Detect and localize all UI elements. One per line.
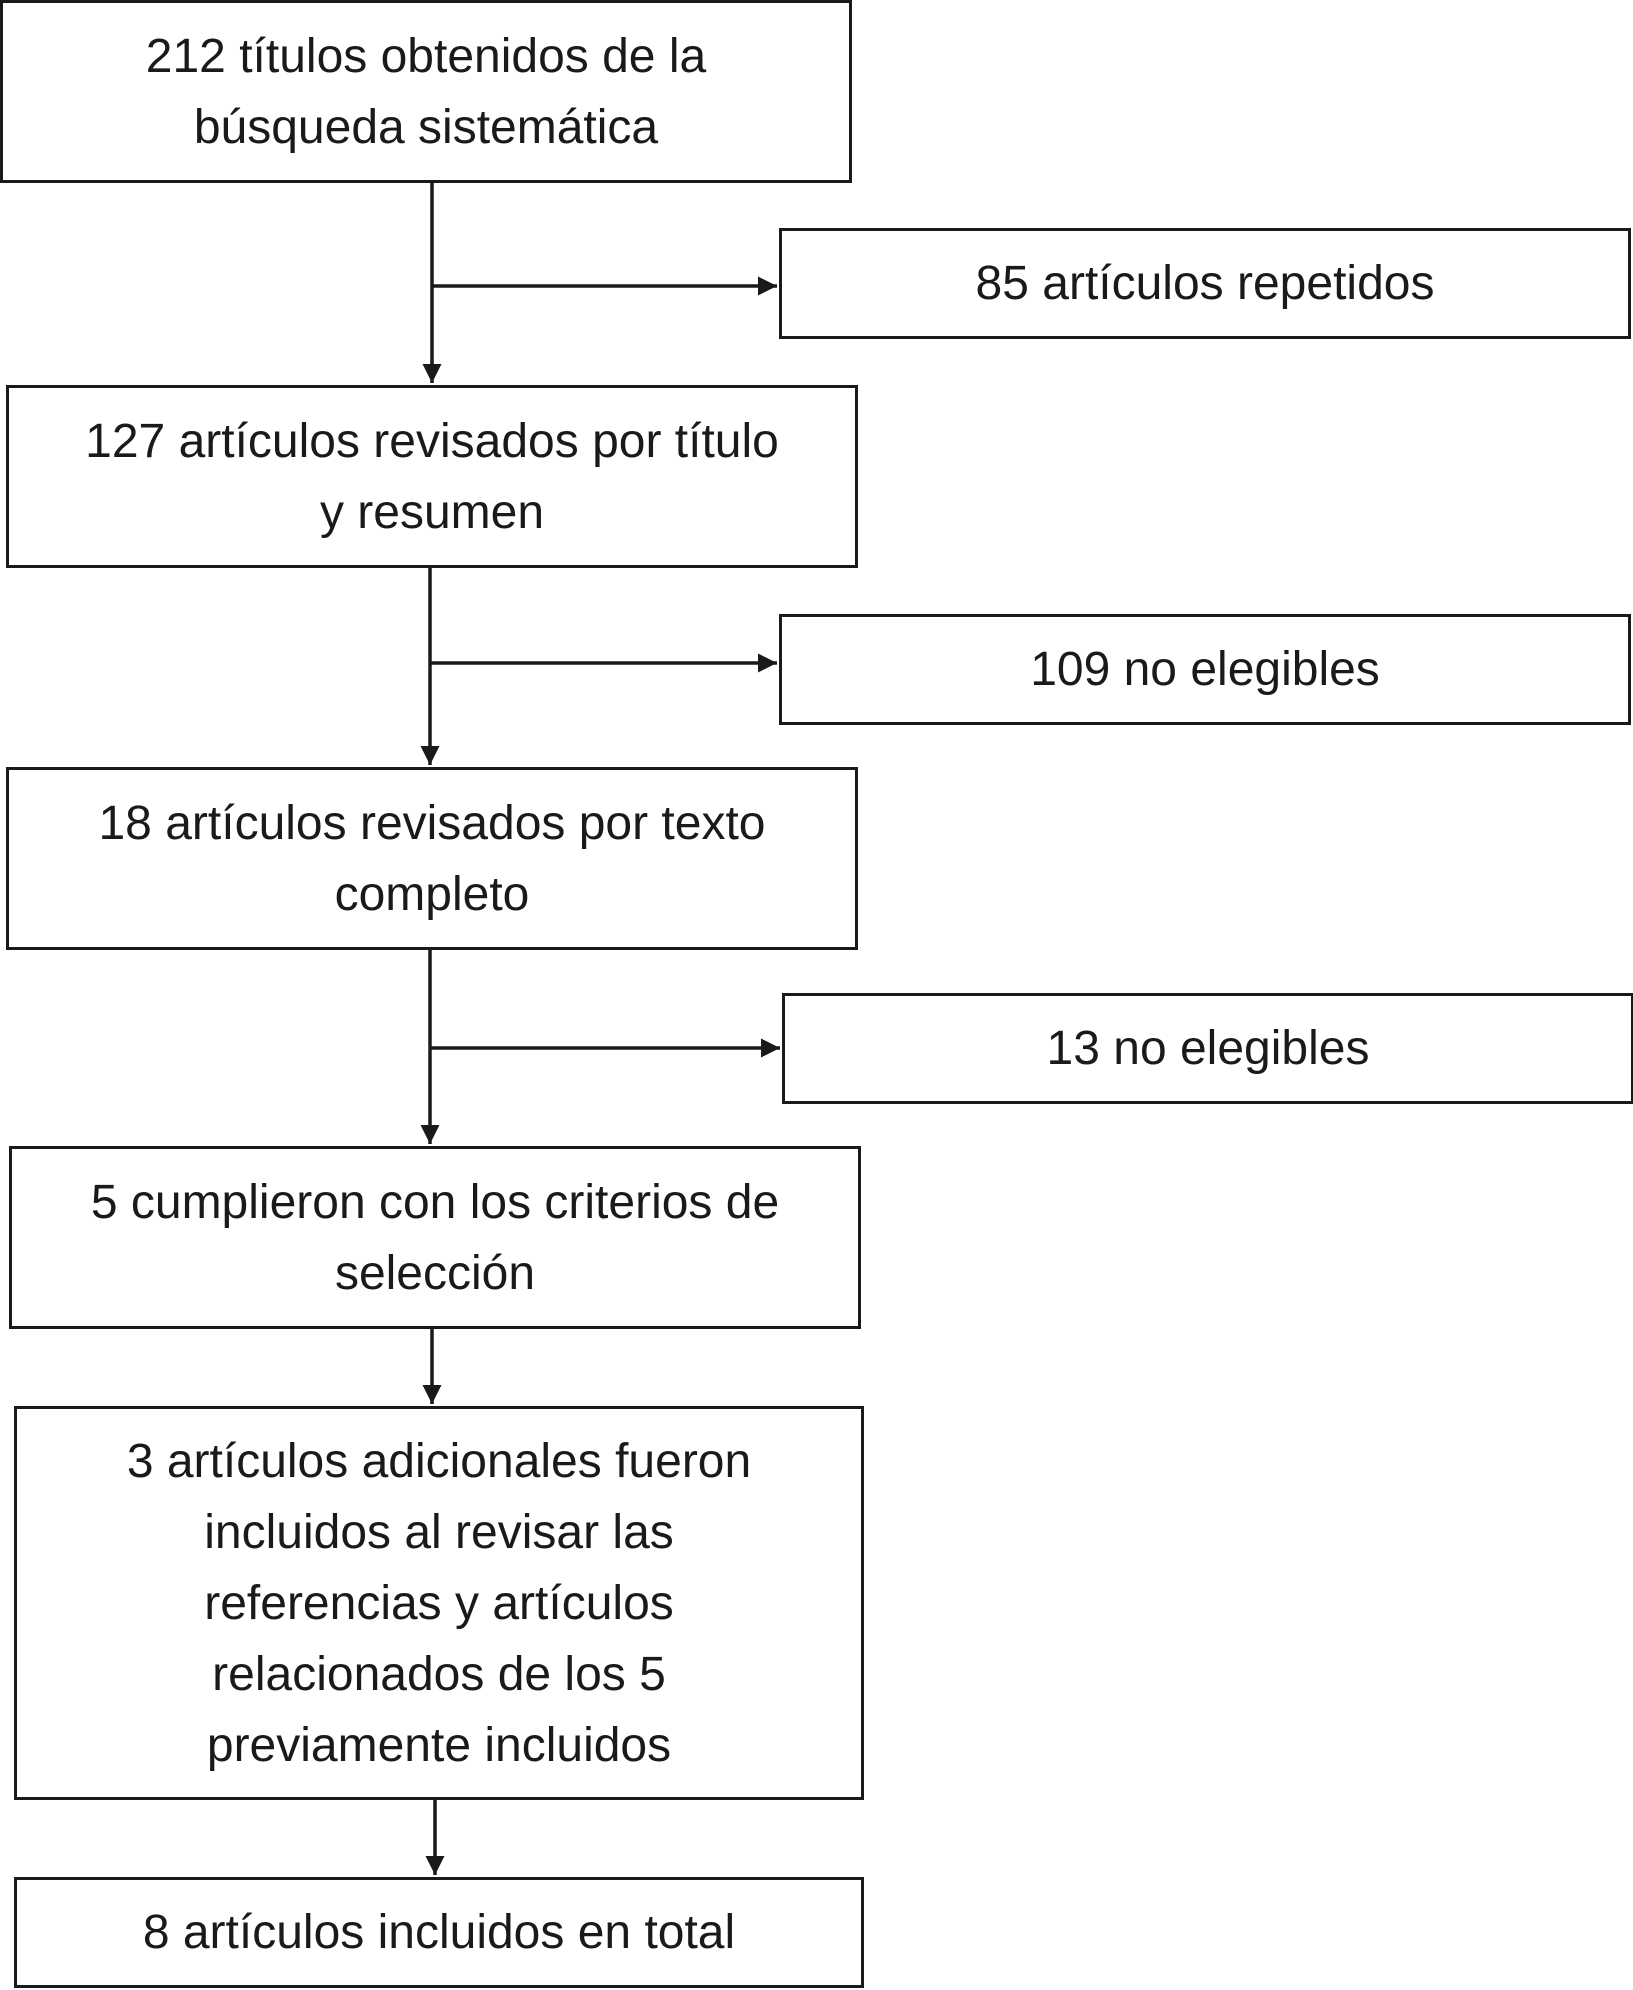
box-line: 127 artículos revisados por título [85,414,779,468]
box-line: previamente incluidos [206,1718,672,1772]
box-fulltext-review: 18 artículos revisados por texto complet… [6,767,858,950]
box-line: 109 no elegibles [1030,643,1380,696]
box-title-abstract-review: 127 artículos revisados por título y res… [6,385,858,568]
box-duplicates: 85 artículos repetidos [779,228,1631,339]
box-line: relacionados de los 5 [212,1647,666,1701]
box-line: 13 no elegibles [1046,1022,1370,1075]
box-line: incluidos al revisar las [204,1505,674,1559]
box-line: 212 títulos obtenidos de la [145,29,707,83]
box-line: 8 artículos incluidos en total [142,1906,736,1959]
box-line: completo [334,867,530,921]
box-line: referencias y artículos [204,1576,674,1630]
box-line: 85 artículos repetidos [975,257,1435,310]
box-additional-articles: 3 artículos adicionales fueron incluidos… [14,1406,864,1800]
box-selection-criteria: 5 cumplieron con los criterios de selecc… [9,1146,861,1329]
box-total-included: 8 artículos incluidos en total [14,1877,864,1988]
box-line: 18 artículos revisados por texto [98,796,766,850]
box-search-results: 212 títulos obtenidos de la búsqueda sis… [0,0,852,183]
box-not-eligible-title: 109 no elegibles [779,614,1631,725]
box-not-eligible-fulltext: 13 no elegibles [782,993,1633,1104]
box-line: 5 cumplieron con los criterios de [90,1175,780,1229]
box-line: selección [334,1246,536,1300]
box-line: y resumen [319,485,545,539]
box-line: búsqueda sistemática [193,100,659,154]
box-line: 3 artículos adicionales fueron [126,1434,752,1488]
